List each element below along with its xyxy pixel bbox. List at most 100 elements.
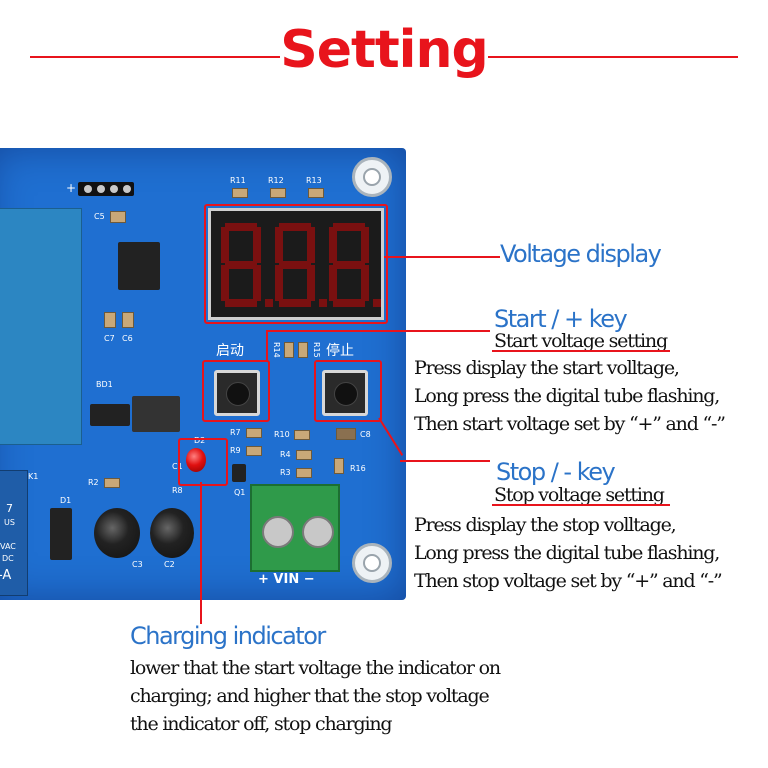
resistor — [284, 342, 294, 358]
voltage-display-heading: Voltage display — [500, 240, 662, 268]
start-key-leader — [266, 330, 268, 360]
charging-line-3: the indicator off, stop charging — [130, 713, 393, 735]
silk-r2: R2 — [88, 478, 99, 487]
relay-text-3: VAC — [0, 542, 16, 551]
start-key-line-3: Then start voltage set by “+” and “-” — [414, 413, 726, 435]
terminal-screw — [302, 516, 334, 548]
resistor — [296, 468, 312, 478]
stop-key-line-2: Long press the digital tube flashing, — [414, 542, 720, 564]
pin-header — [78, 182, 134, 196]
page-title: Setting — [280, 20, 489, 80]
capacitor — [110, 211, 126, 223]
silk-r15: R15 — [312, 342, 321, 358]
silk-c6: C6 — [122, 334, 133, 343]
silk-c1: C1 — [172, 462, 183, 471]
silk-r12: R12 — [268, 176, 284, 185]
silk-c7: C7 — [104, 334, 115, 343]
resistor — [246, 428, 262, 438]
start-key-subheading: Start voltage setting — [494, 330, 668, 352]
silk-r4: R4 — [280, 450, 291, 459]
silk-q1: Q1 — [234, 488, 246, 497]
display-digits — [221, 223, 381, 307]
charging-indicator-description: lower that the start voltage the indicat… — [130, 654, 550, 738]
title-rule-right — [488, 56, 738, 58]
relay-text-2: US — [4, 518, 15, 527]
mounting-hole — [352, 543, 392, 583]
resistor — [270, 188, 286, 198]
pin — [97, 185, 105, 193]
resistor — [246, 446, 262, 456]
stop-key-line-3: Then stop voltage set by “+” and “-” — [414, 570, 723, 592]
relay-text-4: DC — [2, 554, 14, 563]
capacitor — [336, 428, 356, 440]
resistor — [232, 188, 248, 198]
silk-r16: R16 — [350, 464, 366, 473]
silk-c5: C5 — [94, 212, 105, 221]
resistor — [334, 458, 344, 474]
stop-key-underline — [492, 504, 670, 506]
regulator-chip — [132, 396, 180, 432]
silk-vin: + VIN − — [258, 572, 315, 587]
ic-chip — [118, 242, 160, 290]
silk-start-label: 启动 — [216, 343, 244, 359]
silk-r13: R13 — [306, 176, 322, 185]
relay-text-5: -A — [0, 568, 12, 583]
silk-c2: C2 — [164, 560, 175, 569]
charging-indicator-led — [186, 448, 206, 472]
voltage-display-leader — [384, 256, 500, 258]
resistor — [298, 342, 308, 358]
stop-key-highlight — [314, 360, 382, 422]
diode — [50, 508, 72, 560]
pin — [123, 185, 131, 193]
silk-k1: K1 — [28, 472, 39, 481]
stop-key-description: Press display the stop volltage, Long pr… — [414, 511, 764, 595]
pin — [84, 185, 92, 193]
resistor — [296, 450, 312, 460]
start-key-description: Press display the start volltage, Long p… — [414, 354, 764, 438]
start-key-line-1: Press display the start volltage, — [414, 357, 680, 379]
charging-line-2: charging; and higher that the stop volta… — [130, 685, 490, 707]
charging-line-1: lower that the start voltage the indicat… — [130, 657, 501, 679]
silk-r3: R3 — [280, 468, 291, 477]
stop-key-line-1: Press display the stop volltage, — [414, 514, 677, 536]
silk-r7: R7 — [230, 428, 241, 437]
silk-c3: C3 — [132, 560, 143, 569]
pin — [110, 185, 118, 193]
start-key-leader-h — [266, 330, 490, 332]
start-plus-key[interactable] — [214, 370, 260, 416]
start-key-heading: Start / + key — [494, 305, 628, 333]
start-key-line-2: Long press the digital tube flashing, — [414, 385, 720, 407]
capacitor — [122, 312, 134, 328]
resistor — [294, 430, 310, 440]
header-plus: + — [66, 181, 77, 195]
stop-minus-key[interactable] — [322, 370, 368, 416]
silk-d2: D2 — [194, 436, 206, 445]
start-key-highlight — [202, 360, 270, 422]
start-key-underline — [492, 350, 670, 352]
stop-key-heading: Stop / - key — [496, 458, 616, 486]
silk-bd1: BD1 — [96, 380, 113, 389]
title-rule-left — [30, 56, 280, 58]
silk-r11: R11 — [230, 176, 246, 185]
display-highlight — [204, 204, 388, 324]
silk-r14: R14 — [272, 342, 281, 358]
silk-r8: R8 — [172, 486, 183, 495]
transformer — [0, 208, 82, 445]
relay — [0, 470, 28, 596]
electrolytic-capacitor — [94, 508, 140, 558]
charging-leader — [200, 482, 202, 624]
transistor — [232, 464, 246, 482]
silk-d1: D1 — [60, 496, 72, 505]
mounting-hole — [352, 157, 392, 197]
silk-c8: C8 — [360, 430, 371, 439]
terminal-screw — [262, 516, 294, 548]
silk-r10: R10 — [274, 430, 290, 439]
capacitor — [104, 312, 116, 328]
charging-indicator-heading: Charging indicator — [130, 622, 326, 650]
silk-stop-label: 停止 — [326, 343, 354, 359]
silk-r9: R9 — [230, 446, 241, 455]
stop-key-subheading: Stop voltage setting — [494, 484, 665, 506]
stop-key-leader-h — [400, 460, 490, 462]
relay-text-1: 7 — [6, 502, 13, 515]
resistor — [104, 478, 120, 488]
